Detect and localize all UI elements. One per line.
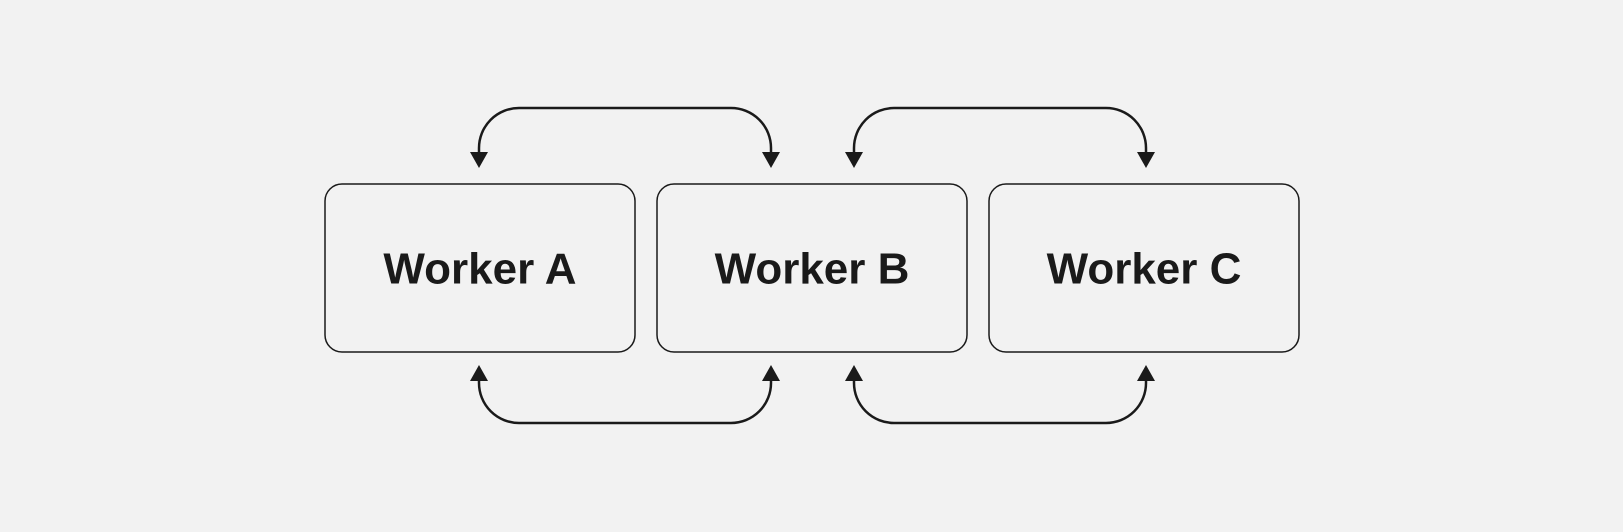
node-label-worker-b: Worker B	[715, 245, 910, 294]
edge-top-worker-a-worker-b	[470, 106, 780, 168]
node-worker-a: Worker A	[324, 183, 636, 353]
arrowhead-down-icon	[1137, 152, 1155, 168]
node-worker-b: Worker B	[656, 183, 968, 353]
arrowhead-up-icon	[470, 365, 488, 381]
arrowhead-up-icon	[845, 365, 863, 381]
node-label-worker-a: Worker A	[383, 245, 576, 294]
arrowhead-down-icon	[845, 152, 863, 168]
edge-line-bottom-b-c	[852, 379, 1148, 425]
arrowhead-down-icon	[762, 152, 780, 168]
arrowhead-down-icon	[470, 152, 488, 168]
node-box-worker-a	[324, 183, 636, 353]
edge-top-worker-b-worker-c	[845, 106, 1155, 168]
node-label-worker-c: Worker C	[1047, 245, 1242, 294]
node-worker-c: Worker C	[988, 183, 1300, 353]
edge-line-top-b-c	[852, 106, 1148, 154]
edge-bottom-worker-a-worker-b	[470, 365, 780, 425]
arrowhead-up-icon	[762, 365, 780, 381]
edge-line-top-a-b	[477, 106, 773, 154]
edge-line-bottom-a-b	[477, 379, 773, 425]
node-box-worker-c	[988, 183, 1300, 353]
node-box-worker-b	[656, 183, 968, 353]
arrowhead-up-icon	[1137, 365, 1155, 381]
edge-bottom-worker-b-worker-c	[845, 365, 1155, 425]
